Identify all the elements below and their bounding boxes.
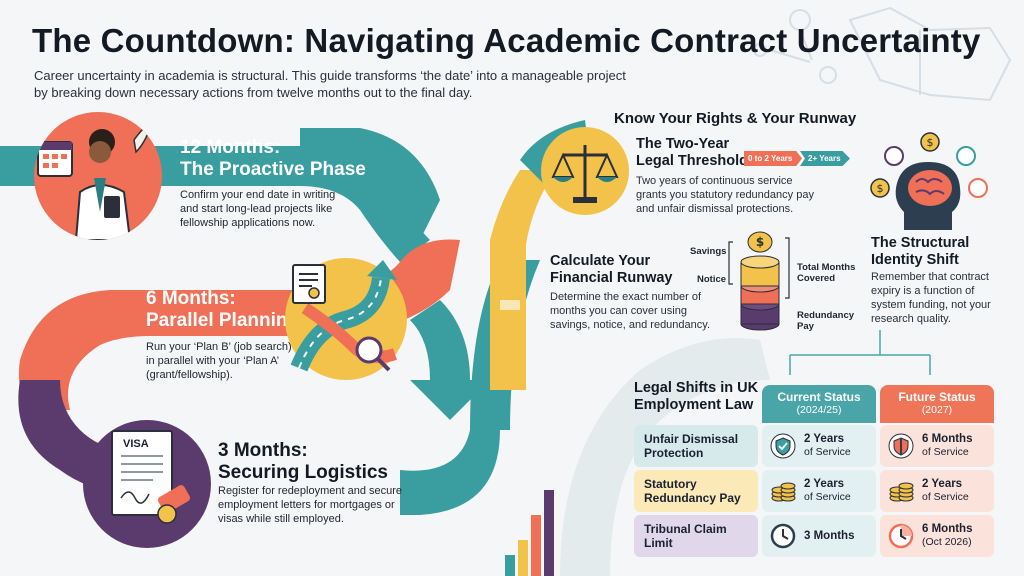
current-value: 2 Years bbox=[804, 478, 845, 490]
scales-icon bbox=[551, 145, 619, 203]
future-sub: of Service bbox=[922, 446, 969, 458]
phase-12-desc: Confirm your end date in writing and sta… bbox=[180, 189, 336, 229]
phase-3-title: 3 Months: Securing Logistics bbox=[218, 440, 388, 484]
visa-document-illustration: VISA bbox=[83, 420, 211, 548]
phase-3-desc: Register for redeployment and secure emp… bbox=[218, 485, 403, 525]
threshold-desc: Two years of continuous service grants y… bbox=[636, 175, 814, 215]
threshold-title: The Two-Year Legal Threshold bbox=[636, 136, 748, 170]
col-future-label: Future Status bbox=[898, 390, 976, 404]
phase-3-title-line1: 3 Months: bbox=[218, 440, 308, 461]
phase-12-title-line1: 12 Months: bbox=[180, 137, 281, 158]
clock-icon bbox=[770, 523, 796, 549]
future-value: 6 Months bbox=[922, 523, 973, 535]
col-future-header: Future Status (2027) bbox=[880, 385, 994, 423]
identity-title: The Structural Identity Shift bbox=[871, 235, 969, 269]
redundancy-pay-label: Redundancy Pay bbox=[797, 310, 855, 332]
total-months-label: Total Months Covered bbox=[797, 262, 856, 284]
right-bracket bbox=[785, 237, 790, 299]
left-bracket bbox=[728, 241, 733, 285]
shield-icon bbox=[770, 433, 796, 459]
col-current-header: Current Status (2024/25) bbox=[762, 385, 876, 423]
notice-label: Notice bbox=[697, 274, 727, 285]
phase-6-title-line2: Parallel Planning bbox=[146, 310, 300, 331]
runway-title-line2: Financial Runway bbox=[550, 270, 673, 286]
shield-icon bbox=[888, 433, 914, 459]
arrow-0-to-2-label: 0 to 2 Years bbox=[748, 154, 793, 163]
arrow-0-to-2-years: 0 to 2 Years bbox=[744, 151, 802, 166]
phase-3-title-line2: Securing Logistics bbox=[218, 462, 388, 483]
researcher-illustration bbox=[34, 112, 162, 240]
col-future-sub: (2027) bbox=[921, 404, 953, 416]
runway-desc: Determine the exact number of months you… bbox=[550, 291, 711, 331]
scales-illustration bbox=[541, 127, 629, 215]
col-current-label: Current Status bbox=[777, 390, 861, 404]
rights-heading: Know Your Rights & Your Runway bbox=[614, 110, 857, 127]
identity-desc: Remember that contract expiry is a funct… bbox=[871, 271, 991, 325]
arrow-2-plus-years: 2+ Years bbox=[800, 151, 850, 166]
researcher-icon bbox=[37, 120, 154, 240]
future-value: 2 Years bbox=[922, 478, 963, 490]
current-value: 2 Years bbox=[804, 433, 845, 445]
col-current-sub: (2024/25) bbox=[796, 404, 842, 416]
stamp-icon bbox=[157, 485, 191, 524]
threshold-title-line1: The Two-Year bbox=[636, 136, 730, 152]
current-sub: of Service bbox=[804, 491, 851, 503]
phase-12-title: 12 Months: The Proactive Phase bbox=[180, 137, 366, 181]
road-arrow-icon bbox=[290, 260, 397, 372]
svg-text:$: $ bbox=[877, 182, 884, 195]
table-row: Tribunal Claim Limit 3 Months 6 Months(O… bbox=[634, 515, 994, 557]
svg-text:$: $ bbox=[756, 235, 764, 249]
row-label: Unfair Dismissal Protection bbox=[634, 425, 758, 467]
identity-title-line1: The Structural bbox=[871, 235, 970, 251]
current-sub: of Service bbox=[804, 446, 851, 458]
law-table-heading: Legal Shifts in UK Employment Law bbox=[634, 380, 759, 413]
row-label: Tribunal Claim Limit bbox=[634, 515, 758, 557]
coin-stack-icon: $ bbox=[740, 231, 780, 331]
current-cell: 3 Months bbox=[762, 515, 876, 557]
arrow-2-plus-label: 2+ Years bbox=[808, 154, 841, 163]
clock-icon bbox=[888, 523, 914, 549]
threshold-title-line2: Legal Threshold bbox=[636, 153, 748, 169]
page-title: The Countdown: Navigating Academic Contr… bbox=[32, 22, 981, 59]
identity-title-line2: Identity Shift bbox=[871, 252, 959, 268]
runway-title: Calculate Your Financial Runway bbox=[550, 253, 672, 287]
current-value: 3 Months bbox=[804, 529, 855, 542]
svg-text:$: $ bbox=[927, 136, 934, 149]
runway-title-line1: Calculate Your bbox=[550, 253, 651, 269]
future-sub: of Service bbox=[922, 491, 969, 503]
phase-6-title-line1: 6 Months: bbox=[146, 288, 236, 309]
savings-label: Savings bbox=[690, 246, 727, 257]
row-label: Statutory Redundancy Pay bbox=[634, 470, 758, 512]
future-cell: 6 Months(Oct 2026) bbox=[880, 515, 994, 557]
brain-identity-icon: $ $ bbox=[870, 132, 988, 230]
phase-6-desc: Run your ‘Plan B’ (job search) in parall… bbox=[146, 341, 292, 381]
phase-12-title-line2: The Proactive Phase bbox=[180, 159, 366, 180]
coins-icon bbox=[771, 482, 796, 502]
document-icon bbox=[292, 264, 326, 304]
page-subtitle: Career uncertainty in academia is struct… bbox=[34, 68, 626, 100]
future-value: 6 Months bbox=[922, 433, 973, 445]
phase-6-title: 6 Months: Parallel Planning bbox=[146, 288, 299, 332]
future-sub: (Oct 2026) bbox=[922, 536, 972, 548]
coins-icon bbox=[889, 482, 914, 502]
visa-label: VISA bbox=[123, 438, 149, 450]
